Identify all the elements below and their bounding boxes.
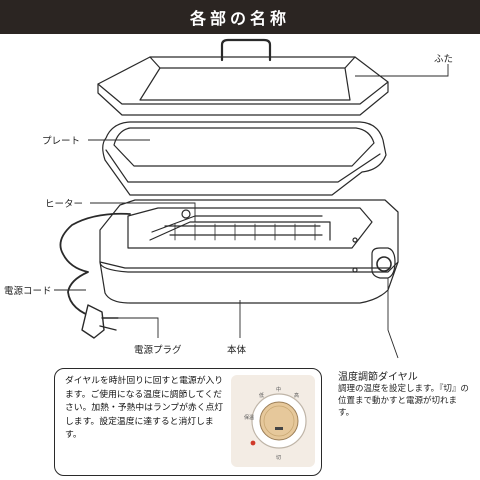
label-body: 本体 bbox=[227, 345, 247, 356]
label-cord: 電源コード bbox=[4, 286, 52, 297]
body-drawing bbox=[99, 199, 399, 304]
dial-description: 調理の温度を設定します。『切』の位置まで動かすと電源が切れます。 bbox=[338, 384, 469, 418]
dial-note-text: ダイヤルを時計回りに回すと電源が入ります。ご使用になる温度に調節してください。加… bbox=[65, 376, 224, 440]
dial-closeup-panel: 保温 切 低 中 高 bbox=[231, 375, 315, 467]
label-plate: プレート bbox=[42, 136, 81, 147]
label-plug: 電源プラグ bbox=[134, 345, 182, 356]
label-heater: ヒーター bbox=[45, 199, 84, 210]
dial-mark-keep-warm: 保温 bbox=[244, 414, 254, 421]
cord-drawing bbox=[59, 212, 131, 339]
lid-drawing bbox=[97, 38, 389, 116]
plate-drawing bbox=[102, 121, 387, 196]
dial-closeup: 保温 切 低 中 高 bbox=[244, 386, 307, 461]
dial-mark-low: 低 bbox=[259, 392, 264, 399]
dial-mark-mid: 中 bbox=[276, 386, 281, 393]
label-dial: 温度調節ダイヤル bbox=[338, 372, 418, 383]
dial-mark-high: 高 bbox=[294, 392, 299, 399]
title-banner: 各部の名称 bbox=[0, 0, 480, 34]
label-lid: ふた bbox=[434, 54, 454, 65]
page-title: 各部の名称 bbox=[189, 9, 290, 28]
dial-note-box: ダイヤルを時計回りに回すと電源が入ります。ご使用になる温度に調節してください。加… bbox=[54, 368, 322, 476]
dial-mark-off: 切 bbox=[276, 454, 281, 461]
lamp-indicator bbox=[250, 440, 256, 446]
